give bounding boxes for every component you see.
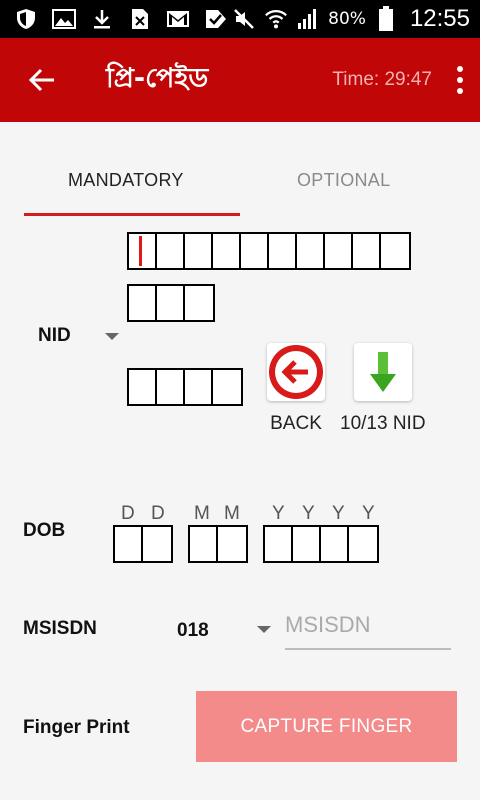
dob-year-letter: Y	[302, 503, 315, 524]
status-bar: 80% 12:55	[0, 0, 480, 38]
check-flag-icon	[204, 7, 228, 31]
shield-icon	[14, 7, 38, 31]
dob-month-letter: M	[224, 503, 240, 524]
dob-digit-box[interactable]	[349, 527, 377, 561]
dob-day-letter: D	[121, 503, 135, 524]
session-timer: Time: 29:47	[332, 69, 432, 90]
nid-type-tile[interactable]	[353, 343, 412, 401]
nid-type-toggle-button[interactable]: 10/13 NID	[340, 343, 426, 435]
dob-day-letter: D	[151, 503, 165, 524]
nid-digit-box[interactable]	[297, 234, 325, 268]
nid-digit-box[interactable]	[353, 234, 381, 268]
tab-bar: MANDATORY OPTIONAL	[0, 122, 480, 218]
nid-input-row-2[interactable]	[127, 284, 215, 322]
tab-mandatory[interactable]: MANDATORY	[68, 170, 184, 190]
nid-digit-box[interactable]	[157, 286, 185, 320]
battery-icon	[374, 6, 398, 31]
nid-digit-box[interactable]	[185, 286, 213, 320]
dob-year-letter: Y	[332, 503, 345, 524]
nid-digit-box[interactable]	[185, 370, 213, 404]
text-cursor	[139, 236, 142, 266]
dob-label: DOB	[23, 520, 66, 541]
status-time: 12:55	[409, 5, 470, 32]
dob-digit-box[interactable]	[190, 527, 218, 561]
dob-digit-box[interactable]	[293, 527, 321, 561]
nid-digit-box[interactable]	[185, 234, 213, 268]
nid-label: NID	[38, 325, 71, 346]
nid-input-row-1[interactable]	[127, 232, 411, 270]
dob-month-letter: M	[194, 503, 210, 524]
msisdn-label: MSISDN	[23, 618, 97, 639]
tab-indicator	[24, 213, 240, 216]
finger-print-label: Finger Print	[23, 717, 130, 738]
page-title: প্রি-পেইড	[106, 62, 209, 94]
msisdn-input[interactable]: MSISDN	[285, 612, 451, 650]
overflow-menu-icon[interactable]	[440, 38, 480, 122]
dob-digit-box[interactable]	[143, 527, 171, 561]
nid-digit-box[interactable]	[325, 234, 353, 268]
nid-digit-box[interactable]	[157, 370, 185, 404]
signal-icon	[296, 7, 320, 31]
nid-digit-box[interactable]	[269, 234, 297, 268]
nid-input-row-3[interactable]	[127, 368, 243, 406]
nid-dropdown-icon[interactable]	[105, 333, 119, 340]
nid-digit-box[interactable]	[129, 370, 157, 404]
nid-digit-box[interactable]	[129, 286, 157, 320]
dob-digit-box[interactable]	[321, 527, 349, 561]
dob-year-letter: Y	[272, 503, 285, 524]
battery-percent: 80%	[328, 9, 366, 29]
image-icon	[52, 7, 76, 31]
msisdn-prefix-select[interactable]: 018	[177, 620, 209, 641]
prefix-dropdown-icon[interactable]	[257, 626, 271, 633]
dob-digit-box[interactable]	[115, 527, 143, 561]
nid-digit-box[interactable]	[213, 234, 241, 268]
dob-digit-box[interactable]	[218, 527, 246, 561]
nid-digit-box[interactable]	[213, 370, 241, 404]
dob-month-input[interactable]	[188, 525, 248, 563]
capture-finger-button[interactable]: CAPTURE FINGER	[196, 691, 457, 762]
mute-icon	[232, 7, 256, 31]
dob-digit-box[interactable]	[265, 527, 293, 561]
back-arrow-icon[interactable]	[12, 38, 72, 122]
dob-year-letter: Y	[362, 503, 375, 524]
sim-card-icon	[128, 7, 152, 31]
tab-optional[interactable]: OPTIONAL	[297, 170, 391, 190]
dob-day-input[interactable]	[113, 525, 173, 563]
wifi-icon	[264, 7, 288, 31]
nid-digit-box[interactable]	[241, 234, 269, 268]
nid-back-button[interactable]: BACK	[267, 343, 325, 435]
nid-type-label: 10/13 NID	[340, 413, 426, 434]
nid-digit-box[interactable]	[129, 234, 157, 268]
gmail-icon	[166, 7, 190, 31]
back-circle-icon	[269, 345, 323, 399]
dob-year-input[interactable]	[263, 525, 379, 563]
app-bar: প্রি-পেইড Time: 29:47	[0, 38, 480, 122]
back-label: BACK	[270, 413, 322, 434]
nid-digit-box[interactable]	[157, 234, 185, 268]
download-icon	[90, 7, 114, 31]
down-arrow-icon	[369, 352, 396, 392]
nid-digit-box[interactable]	[381, 234, 409, 268]
back-tile[interactable]	[267, 343, 325, 401]
